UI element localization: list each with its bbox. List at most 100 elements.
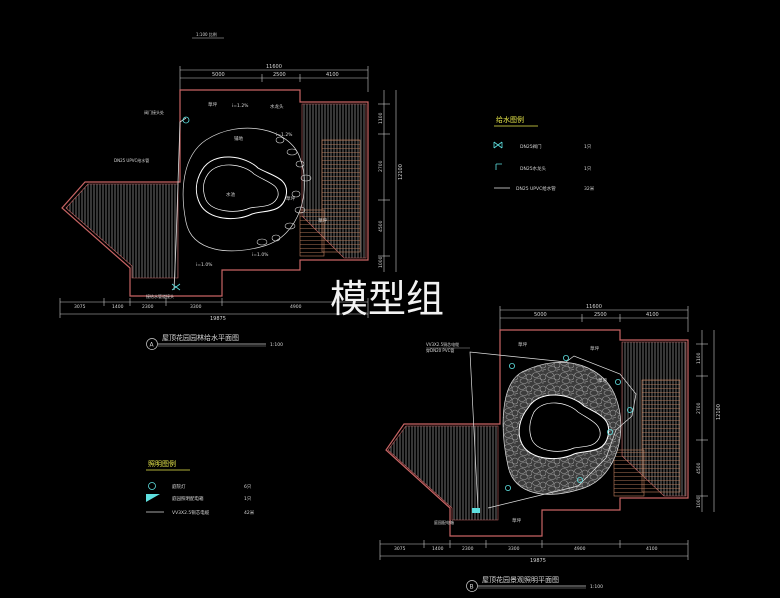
wood-deck-2 (299, 209, 325, 257)
plan-a-title-scale: 1:100 (270, 342, 283, 348)
dim-bottom-5: 4900 (290, 304, 302, 310)
legend-water-item-3: DN25 UPVC给水管 (516, 185, 556, 192)
plan-a-dim-right (378, 90, 397, 272)
dim-right-3: 4500 (378, 220, 384, 232)
label-slope-1: i=1.2% (232, 103, 249, 109)
wood-deck-b (641, 379, 681, 493)
label-slope-4: i=1.0% (196, 262, 213, 268)
planter-west (65, 183, 179, 279)
label-pipe-main: DN25 UPVC给水管 (114, 157, 149, 163)
legend-water-qty-1: 1只 (584, 144, 592, 150)
legend-light-qty-3: 42米 (244, 509, 255, 516)
dim-b-right-1: 1100 (696, 352, 702, 364)
legend-light-qty-1: 6只 (244, 484, 252, 490)
dim-b-right-2: 2700 (696, 402, 702, 414)
distribution-box-icon (472, 508, 480, 513)
lamp-icon (627, 406, 634, 413)
hydrant-icon (182, 116, 190, 124)
paving-ring (182, 127, 305, 252)
dim-b-top-1: 5000 (534, 312, 547, 318)
label-pool: 水池 (226, 191, 235, 198)
dim-b-bottom-5: 4900 (574, 546, 586, 552)
dim-b-right-3: 4500 (696, 462, 702, 474)
legend-water: 给水图例 DN25阀门 1只 DN25水龙头 1只 DN25 UPVC给水管 3… (493, 115, 595, 192)
dim-bottom-total: 19875 (210, 316, 226, 322)
label-lawn-b: 草坪 (590, 345, 599, 352)
lighting-cable (469, 351, 637, 511)
plan-b-dim-bottom (379, 540, 689, 560)
watermark: 模型组 (330, 277, 444, 321)
legend-light-item-3: VV3X2.5铜芯电缆 (172, 509, 210, 516)
label-slope-2: i=1.2% (276, 132, 293, 138)
plan-a-water-supply: 1:100 比例 11600 5000 2500 4100 (59, 31, 404, 350)
dim-bottom-2: 1400 (112, 304, 124, 310)
plan-b-marker: B (470, 584, 474, 591)
dim-bottom-1: 3075 (74, 304, 86, 310)
plan-a-marker: A (150, 342, 155, 349)
dim-right-1: 1100 (378, 112, 384, 124)
dim-b-top-total: 11600 (586, 304, 602, 310)
legend-water-title: 给水图例 (496, 115, 524, 124)
legend-lighting: 照明图例 庭院灯 6只 庭园照明配电箱 1只 VV3X2.5铜芯电缆 42米 (146, 459, 255, 516)
roof-outline-b (385, 329, 689, 537)
dim-b-bottom-4: 3300 (508, 546, 520, 552)
dim-b-right-total: 12100 (716, 404, 722, 420)
plan-b-title: 屋顶花园景观照明平面图 (482, 575, 559, 584)
pond-outer (195, 156, 288, 220)
label-hydrant: 水龙头 (270, 103, 284, 110)
dim-right-total: 12100 (398, 164, 404, 180)
stepping-stones (256, 136, 312, 246)
label-cable-2: 穿DN20 PVC管 (426, 347, 454, 353)
dim-top-1: 5000 (212, 72, 225, 78)
label-lawn-2: 草坪 (286, 195, 295, 202)
wood-deck-b2 (613, 449, 645, 497)
label-lawn-d: 草坪 (512, 517, 521, 524)
lamp-icon (577, 476, 584, 483)
dim-b-right-4: 1000 (696, 496, 702, 508)
dim-right-4: 1000 (378, 256, 384, 268)
lamp-icon (508, 362, 515, 369)
valve-icon (171, 283, 181, 291)
dim-b-top-2: 2500 (594, 312, 607, 318)
label-lawn-a: 草坪 (518, 341, 527, 348)
wood-deck (321, 139, 361, 253)
dim-top-3: 4100 (326, 72, 339, 78)
lamp-icon (504, 484, 511, 491)
dim-top-total: 11600 (266, 64, 282, 70)
plan-a-dim-bottom (59, 298, 369, 318)
legend-water-item-1: DN25阀门 (520, 143, 542, 150)
pond-b-inner (529, 402, 601, 452)
legend-water-item-2: DN25水龙头 (520, 165, 547, 172)
dim-b-bottom-6: 4100 (646, 546, 658, 552)
label-lawn-c: 草坪 (598, 377, 607, 384)
planter-west-b (387, 425, 499, 521)
label-valve-well: 阀门接头处 (144, 109, 164, 115)
legend-hydrant-icon (495, 163, 502, 170)
legend-valve-icon (493, 141, 503, 149)
legend-light-item-2: 庭园照明配电箱 (172, 495, 204, 502)
plan-a-marker-circle (146, 338, 158, 350)
legend-water-qty-2: 1只 (584, 166, 592, 172)
legend-light-title: 照明图例 (148, 459, 176, 468)
dim-bottom-3: 2300 (142, 304, 154, 310)
garden-lamps (504, 354, 634, 491)
plan-b-dim-top (499, 306, 689, 332)
label-slope-3: i=1.0% (252, 252, 269, 258)
plan-b-lighting: 11600 5000 2500 4100 VV3X2.5铜芯电缆 穿DN20 P… (379, 304, 722, 592)
legend-lamp-icon (148, 482, 156, 490)
legend-light-item-1: 庭院灯 (172, 483, 186, 490)
label-paving: 铺地 (234, 135, 243, 142)
pond-b-outer (518, 394, 610, 460)
roof-outline (61, 89, 369, 297)
label-lawn-3: 草坪 (318, 217, 327, 224)
lamp-icon (563, 354, 570, 361)
label-inlet: 接给水管道接头 (146, 293, 174, 299)
plan-b-marker-circle (466, 580, 478, 592)
label-box: 庭园配电箱 (434, 519, 454, 525)
pond-inner (203, 164, 279, 212)
dim-right-2: 2700 (378, 160, 384, 172)
label-cable-1: VV3X2.5铜芯电缆 (426, 341, 459, 347)
dim-bottom-4: 3300 (190, 304, 202, 310)
plan-b-dim-right (696, 330, 715, 512)
